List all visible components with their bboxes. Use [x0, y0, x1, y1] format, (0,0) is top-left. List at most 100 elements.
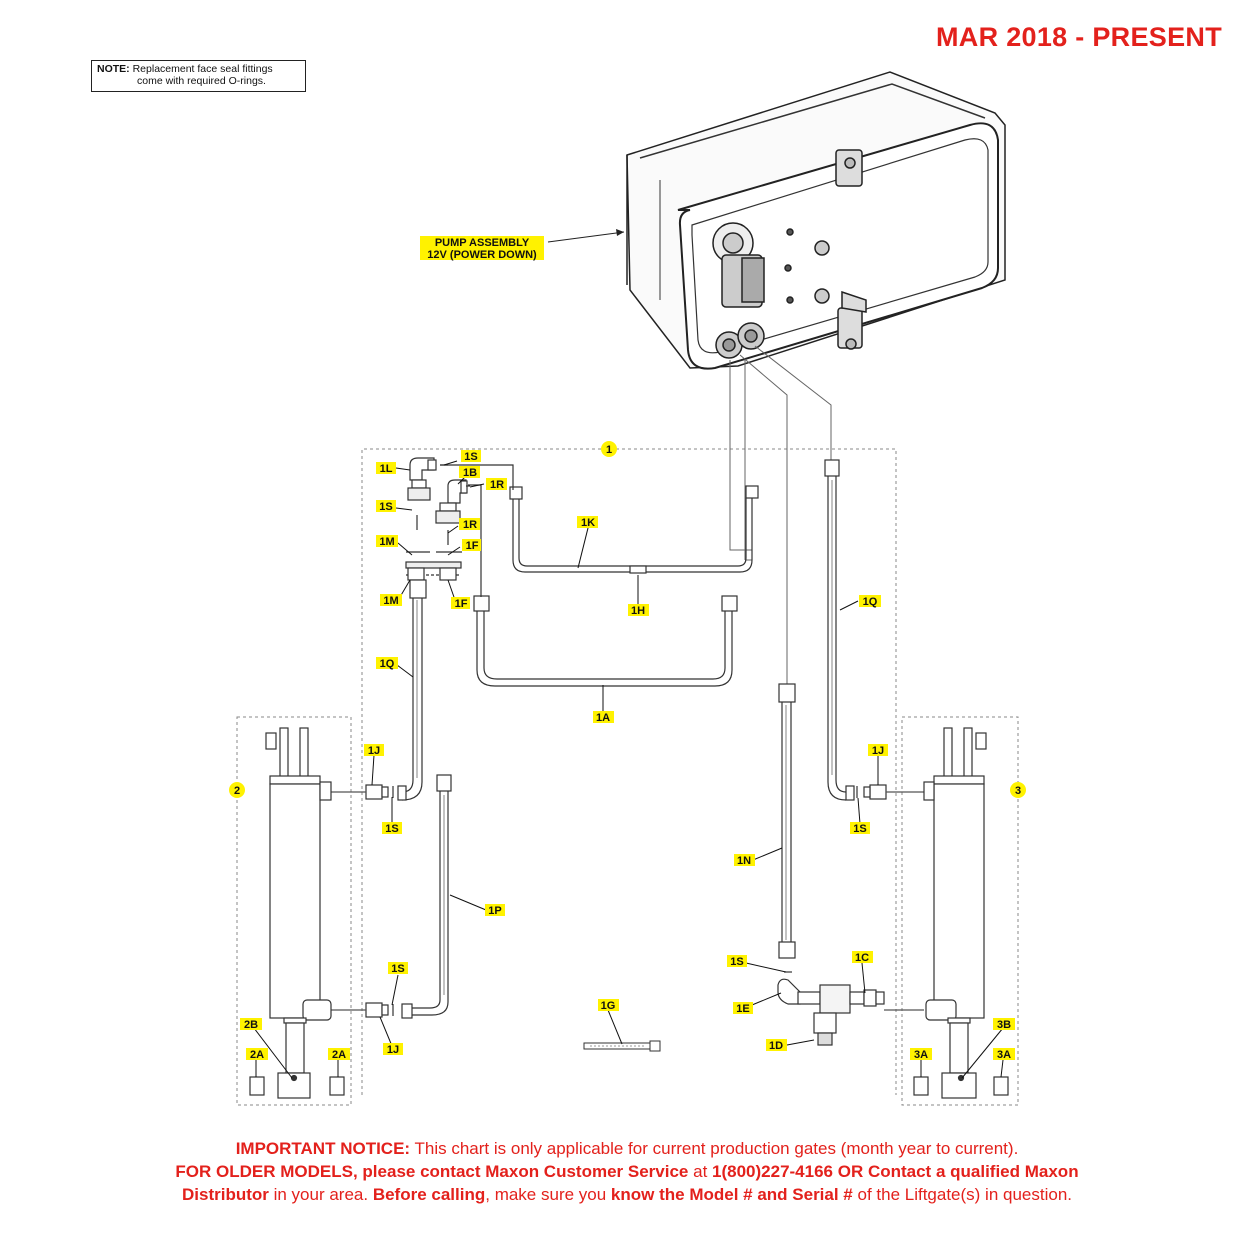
svg-text:1: 1 [606, 444, 612, 456]
cylinder-2 [249, 727, 345, 1099]
svg-text:1F: 1F [466, 540, 479, 552]
callout-1S-a: 1S [461, 450, 481, 463]
pump-lines [729, 345, 832, 685]
svg-text:3: 3 [1015, 785, 1021, 797]
note-line2: come with required O-rings. [137, 75, 266, 87]
callout-1M-b: 1M [380, 594, 402, 607]
callout-3A-b: 3A [993, 1048, 1015, 1061]
pump-assembly [626, 71, 1006, 370]
svg-text:2: 2 [234, 785, 240, 797]
svg-text:1S: 1S [730, 956, 743, 968]
callout-1J-a: 1J [364, 744, 384, 757]
svg-text:1S: 1S [385, 823, 398, 835]
hose-1p [412, 774, 452, 1016]
callout-1R-a: 1R [486, 478, 507, 491]
hose-1q-left [401, 579, 427, 801]
svg-text:1R: 1R [490, 479, 504, 491]
notice-text-3b: , make sure you [485, 1185, 611, 1204]
kit-boundaries [236, 448, 1019, 1106]
callout-1E: 1E [733, 1002, 753, 1015]
callout-1A: 1A [593, 711, 614, 724]
svg-text:1H: 1H [631, 605, 645, 617]
callout-2A-a: 2A [246, 1048, 268, 1061]
pump-label: PUMP ASSEMBLY 12V (POWER DOWN) [420, 236, 544, 261]
notice-text-3a: in your area. [268, 1185, 373, 1204]
note-label: NOTE: [97, 63, 130, 75]
tube-1a [468, 484, 738, 687]
callout-1D: 1D [766, 1039, 787, 1052]
callout-1P: 1P [485, 904, 505, 917]
callout-1N: 1N [734, 854, 755, 867]
fittings-1j [331, 784, 924, 1019]
svg-text:1J: 1J [387, 1044, 399, 1056]
notice-line-1: IMPORTANT NOTICE: This chart is only app… [0, 1137, 1254, 1160]
callout-labels: 1 2 3 PUMP ASSEMBLY 12V (POWER DOWN) 1L … [229, 236, 1026, 1061]
important-notice: IMPORTANT NOTICE: This chart is only app… [0, 1137, 1254, 1206]
callout-1B: 1B [459, 466, 480, 479]
callout-3B: 3B [993, 1018, 1015, 1031]
callout-1C: 1C [852, 951, 873, 964]
callout-1J-c: 1J [383, 1043, 403, 1056]
callout-1H: 1H [628, 604, 649, 617]
svg-text:1C: 1C [855, 952, 869, 964]
note-box: NOTE: Replacement face seal fittings com… [91, 60, 306, 92]
callout-1S-d: 1S [850, 822, 870, 835]
svg-text:1L: 1L [380, 463, 393, 475]
notice-model-serial: know the Model # and Serial # [610, 1185, 853, 1204]
svg-text:1R: 1R [463, 519, 477, 531]
svg-text:12V (POWER DOWN): 12V (POWER DOWN) [427, 249, 537, 261]
svg-text:3A: 3A [997, 1049, 1011, 1061]
callout-1Q-left: 1Q [376, 657, 398, 670]
callout-1F-b: 1F [451, 597, 470, 610]
notice-line-2: FOR OLDER MODELS, please contact Maxon C… [0, 1160, 1254, 1183]
svg-text:1P: 1P [488, 905, 501, 917]
callout-1K: 1K [577, 516, 598, 529]
callout-1M-a: 1M [376, 535, 398, 548]
date-range-title: MAR 2018 - PRESENT [936, 22, 1222, 52]
svg-text:2A: 2A [250, 1049, 264, 1061]
callout-1S-c: 1S [382, 822, 402, 835]
leader-lines [253, 460, 1004, 1079]
tube-1k [440, 464, 759, 574]
callout-1J-b: 1J [868, 744, 888, 757]
svg-text:1Q: 1Q [863, 596, 878, 608]
svg-text:1S: 1S [379, 501, 392, 513]
svg-text:1D: 1D [769, 1040, 783, 1052]
cylinder-3 [913, 727, 1009, 1099]
callout-2A-b: 2A [328, 1048, 350, 1061]
svg-text:1M: 1M [379, 536, 394, 548]
hose-1n [778, 683, 796, 959]
callout-1F-a: 1F [462, 539, 481, 552]
callout-3A-a: 3A [910, 1048, 932, 1061]
pump-leader [547, 231, 625, 243]
svg-text:1G: 1G [601, 1000, 616, 1012]
callout-1S-f: 1S [727, 955, 747, 968]
callout-1R-b: 1R [459, 518, 480, 531]
svg-text:1A: 1A [596, 712, 610, 724]
tie-strap-1g [583, 1040, 661, 1052]
notice-heading: IMPORTANT NOTICE: [235, 1139, 411, 1158]
callout-cyl-2: 2 [229, 782, 245, 798]
callout-1Q-right: 1Q [859, 595, 881, 608]
notice-text-2: at [688, 1162, 713, 1181]
fitting-stack [405, 457, 470, 581]
callout-1S-b: 1S [376, 500, 396, 513]
notice-distributor: Distributor [181, 1185, 269, 1204]
svg-text:PUMP ASSEMBLY: PUMP ASSEMBLY [435, 237, 530, 249]
svg-text:1M: 1M [383, 595, 398, 607]
svg-text:1N: 1N [737, 855, 751, 867]
svg-text:1J: 1J [368, 745, 380, 757]
hose-1q-right [824, 459, 847, 801]
svg-text:1B: 1B [463, 467, 477, 479]
svg-text:1S: 1S [391, 963, 404, 975]
svg-text:1E: 1E [736, 1003, 749, 1015]
svg-text:1J: 1J [872, 745, 884, 757]
notice-text-3c: of the Liftgate(s) in question. [852, 1185, 1073, 1204]
svg-text:2B: 2B [244, 1019, 258, 1031]
callout-2B: 2B [240, 1018, 262, 1031]
callout-kit-1: 1 [601, 441, 617, 457]
svg-text:3A: 3A [914, 1049, 928, 1061]
notice-before-calling: Before calling [372, 1185, 486, 1204]
callout-1G: 1G [598, 999, 619, 1012]
callout-cyl-3: 3 [1010, 782, 1026, 798]
